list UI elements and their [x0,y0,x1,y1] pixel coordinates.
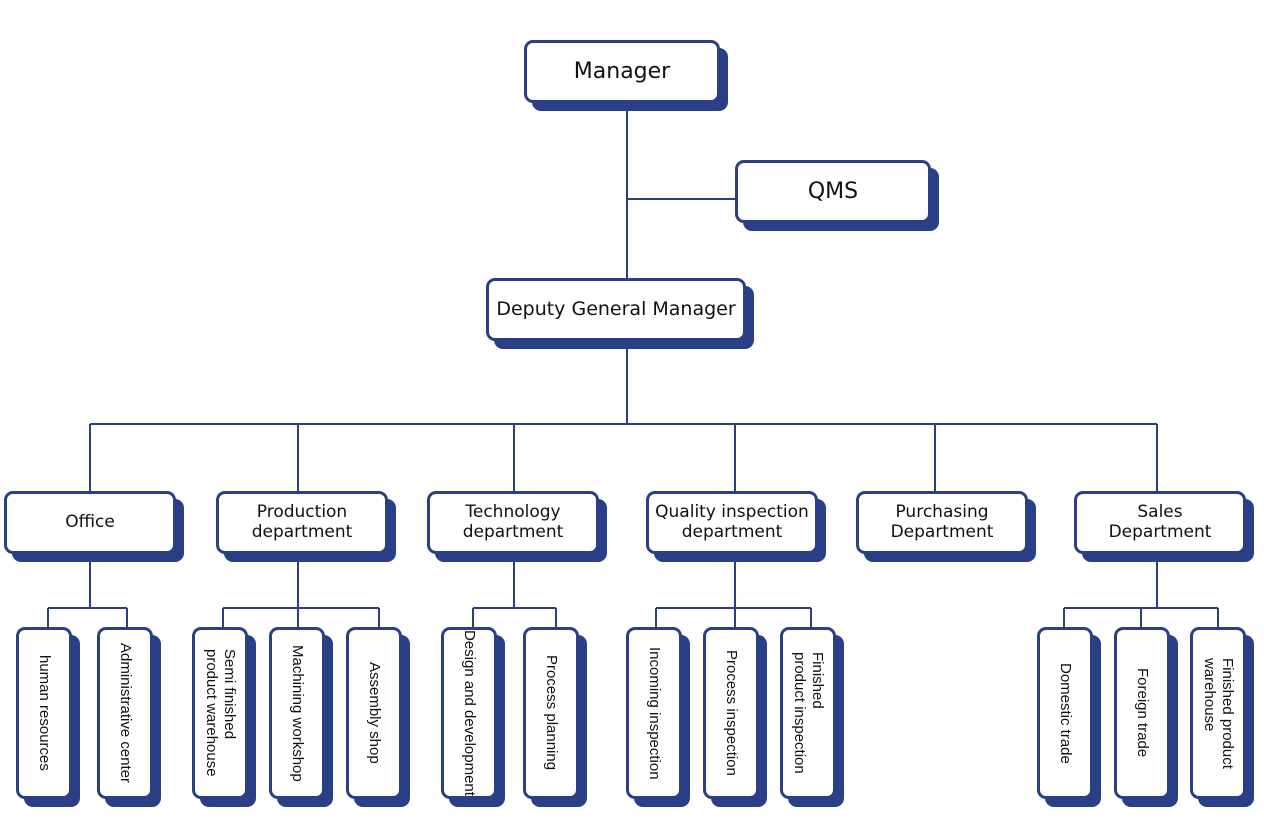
unit-process-inspection[interactable]: Process inspection [703,627,767,807]
dept-purchasing-label: Purchasing Department [856,491,1028,554]
unit-label: human resources [36,655,53,771]
dept-purchasing[interactable]: Purchasing Department [856,491,1036,562]
unit-incoming-inspection[interactable]: Incoming inspection [626,627,690,807]
unit-semi-finished-warehouse[interactable]: Semi finished product warehouse [192,627,256,807]
unit-label: Incoming inspection [646,646,663,780]
unit-label: Assembly shop [366,662,383,764]
unit-label: Foreign trade [1134,668,1151,758]
deputy-manager-box[interactable]: Deputy General Manager [486,278,754,349]
dept-sales-label: Sales Department [1074,491,1246,554]
dept-technology-label: Technology department [427,491,599,554]
unit-administrative-center[interactable]: Administrative center [97,627,161,807]
dept-quality-inspection[interactable]: Quality inspection department [646,491,826,562]
unit-label: Process inspection [723,650,740,776]
dept-quality-inspection-label: Quality inspection department [646,491,818,554]
unit-domestic-trade[interactable]: Domestic trade [1037,627,1101,807]
unit-label: Machining workshop [289,644,306,782]
unit-label: Domestic trade [1057,662,1074,764]
unit-process-planning[interactable]: Process planning [523,627,587,807]
unit-machining-workshop[interactable]: Machining workshop [269,627,333,807]
dept-office[interactable]: Office [4,491,184,562]
unit-label: Finished product warehouse [1201,657,1236,769]
dept-production[interactable]: Production department [216,491,396,562]
unit-design-development[interactable]: Design and development [441,627,505,807]
qms-box[interactable]: QMS [735,160,939,231]
unit-foreign-trade[interactable]: Foreign trade [1114,627,1178,807]
unit-human-resources[interactable]: human resources [16,627,80,807]
dept-technology[interactable]: Technology department [427,491,607,562]
unit-label: Administrative center [117,642,134,784]
deputy-manager-label: Deputy General Manager [486,278,746,341]
unit-label: Semi finished product warehouse [203,649,238,777]
unit-label: Finished product inspection [791,652,826,774]
dept-office-label: Office [4,491,176,554]
unit-finished-product-inspection[interactable]: Finished product inspection [780,627,844,807]
unit-label: Design and development [461,630,478,796]
dept-production-label: Production department [216,491,388,554]
unit-finished-product-warehouse[interactable]: Finished product warehouse [1190,627,1254,807]
dept-sales[interactable]: Sales Department [1074,491,1254,562]
manager-label: Manager [524,40,720,103]
qms-label: QMS [735,160,931,223]
manager-box[interactable]: Manager [524,40,728,111]
unit-assembly-shop[interactable]: Assembly shop [346,627,410,807]
unit-label: Process planning [543,655,560,771]
